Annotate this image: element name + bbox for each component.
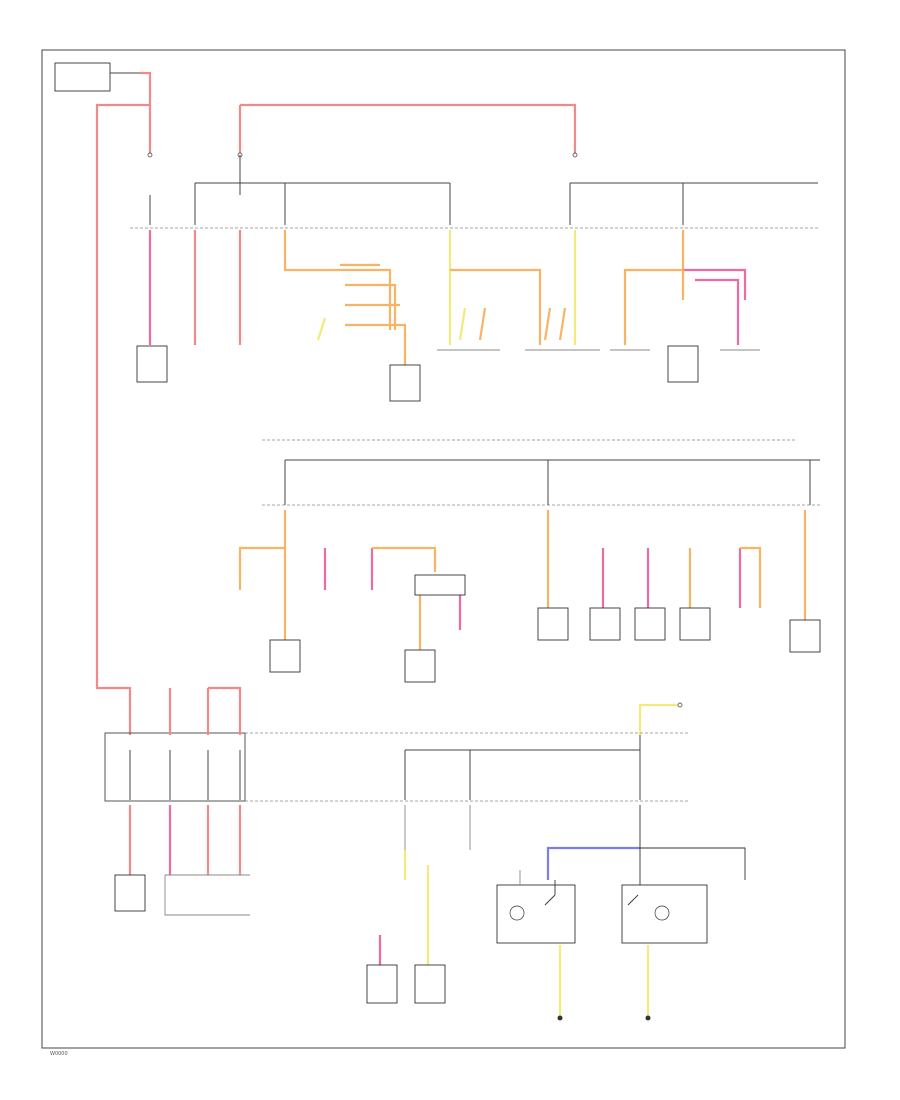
- upper-components: [136, 345, 760, 402]
- lower-fuse-box: [104, 732, 246, 802]
- relay-left: [496, 880, 576, 944]
- middle-components: [269, 574, 821, 683]
- relay-right: [621, 884, 708, 944]
- fuse-row-upper: [149, 183, 684, 225]
- battery-feed: [54, 62, 153, 735]
- diagram-frame: [41, 49, 846, 1049]
- footer-code: W0000: [50, 1051, 68, 1057]
- top-feed-wire: [237, 103, 578, 158]
- lower-components: [114, 874, 446, 1004]
